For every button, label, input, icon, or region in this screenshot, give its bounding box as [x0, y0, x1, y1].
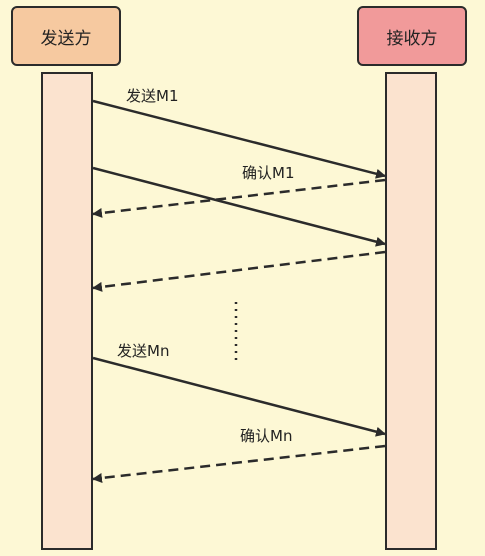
sender-actor-box: 发送方: [11, 6, 121, 66]
send-m1-label: 发送M1: [126, 87, 179, 105]
ack-mn-label: 确认Mn: [240, 427, 292, 445]
ack-m1-label: 确认M1: [242, 164, 295, 182]
send-mn-arrow: [92, 356, 386, 437]
ack-m2-arrow: [92, 250, 386, 292]
receiver-actor-box: 接收方: [357, 6, 467, 66]
ack-m1-arrow: [92, 178, 386, 218]
sender-lifeline: [41, 72, 93, 550]
sender-label: 发送方: [40, 28, 92, 49]
send-m2-arrow: [92, 166, 386, 247]
send-mn-label: 发送Mn: [117, 342, 169, 360]
receiver-lifeline: [385, 72, 437, 550]
send-m1-arrow: [92, 99, 386, 179]
ack-mn-arrow: [92, 444, 386, 483]
receiver-label: 接收方: [386, 28, 438, 49]
